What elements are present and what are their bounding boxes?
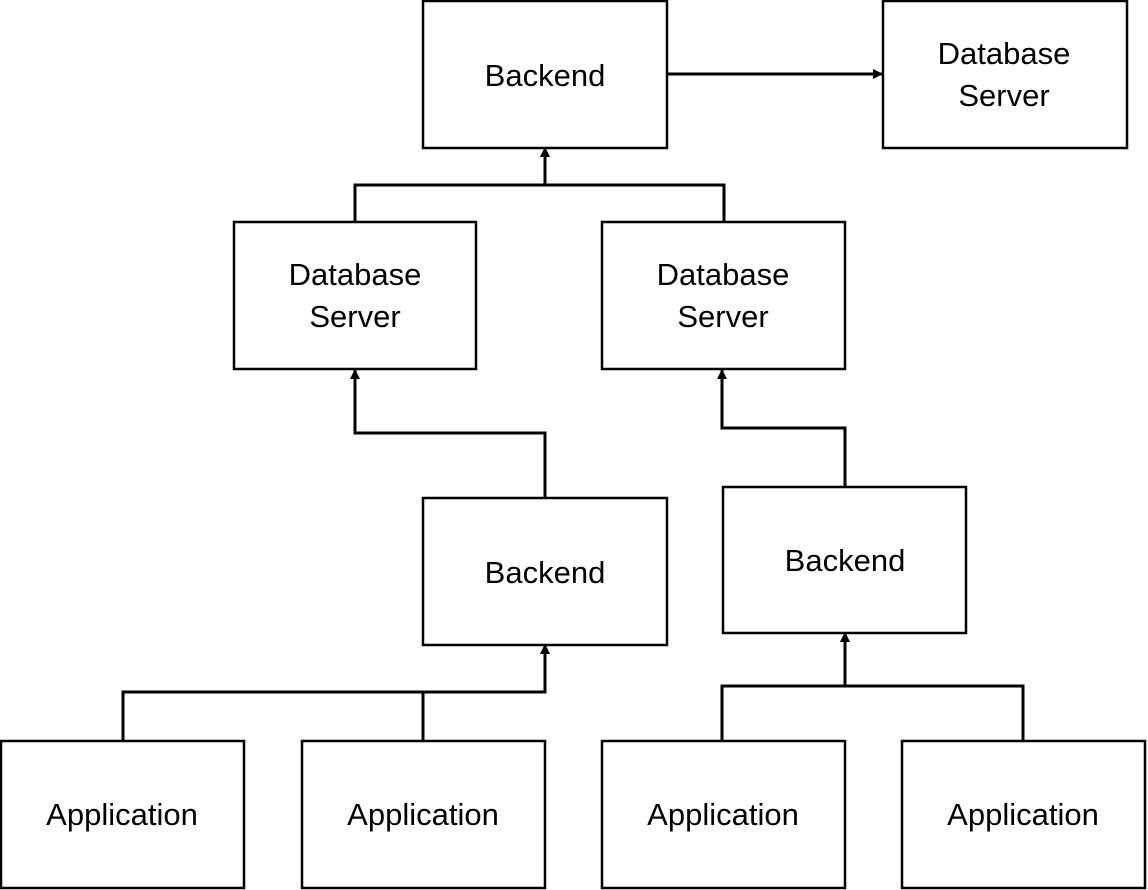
node-application-2: Application: [300, 739, 547, 890]
node-label: Database: [657, 257, 790, 292]
node-label: Application: [647, 797, 799, 832]
edge-left-database-server-to-top-backend: [353, 147, 550, 221]
node-label: Server: [958, 78, 1049, 113]
node-application-1: Application: [0, 739, 246, 890]
node-top-backend: Backend: [421, 0, 669, 150]
node-label: Backend: [785, 543, 906, 578]
node-right-backend: Backend: [721, 485, 968, 635]
node-top-database-server: Database Server: [881, 0, 1129, 150]
edge-application-2-to-left-backend: [421, 644, 550, 740]
node-label: Database: [938, 36, 1071, 71]
node-right-database-server: Database Server: [600, 220, 847, 371]
node-box: [881, 0, 1129, 150]
node-label: Server: [677, 299, 768, 334]
node-application-3: Application: [600, 739, 847, 890]
node-label: Application: [46, 797, 198, 832]
node-box: [600, 739, 847, 890]
node-label: Database: [289, 257, 422, 292]
node-application-4: Application: [900, 739, 1147, 890]
node-box: [900, 739, 1147, 890]
node-left-database-server: Database Server: [232, 220, 478, 371]
edge-application-3-to-right-backend: [720, 632, 850, 740]
node-box: [232, 220, 478, 371]
node-left-backend: Backend: [421, 496, 669, 647]
node-label: Backend: [485, 555, 606, 590]
node-box: [721, 485, 968, 635]
node-box: [0, 739, 246, 890]
node-label: Server: [309, 299, 400, 334]
node-box: [421, 0, 669, 150]
node-box: [300, 739, 547, 890]
node-label: Application: [947, 797, 1099, 832]
node-label: Application: [347, 797, 499, 832]
node-box: [421, 496, 669, 647]
edge-left-backend-to-left-database-server: [350, 369, 547, 498]
edge-right-backend-to-right-database-server: [717, 369, 847, 486]
node-box: [600, 220, 847, 371]
edge-right-database-server-to-top-backend: [540, 147, 726, 221]
connectors: [121, 69, 1025, 740]
node-label: Backend: [485, 58, 606, 93]
edge-application-4-to-right-backend: [840, 632, 1025, 740]
